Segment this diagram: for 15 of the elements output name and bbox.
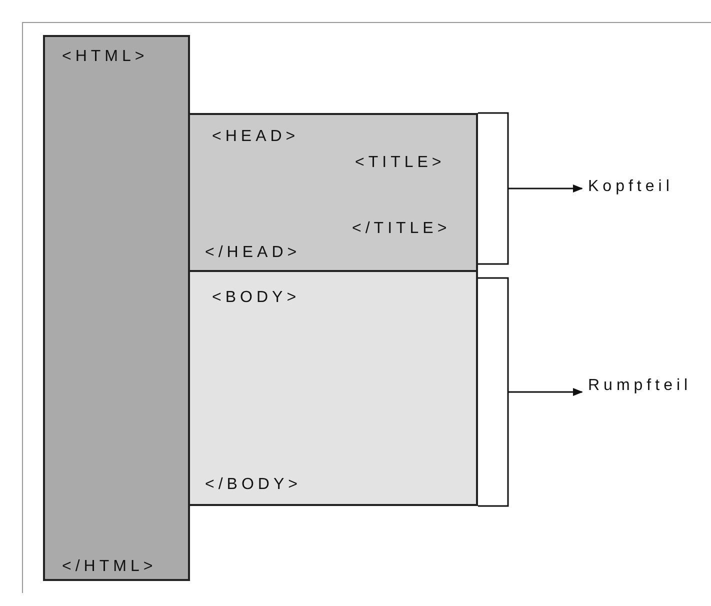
tag-text: </HTML> [62, 557, 157, 577]
tag-text: <HEAD> [212, 127, 300, 147]
html-block [43, 35, 190, 581]
tag-text: <TITLE> [355, 153, 446, 173]
bracket-arrow [477, 112, 583, 265]
tag-text: </BODY> [205, 475, 302, 495]
tag-text: </HEAD> [205, 243, 301, 263]
body-block [188, 270, 478, 506]
head-block [188, 113, 478, 272]
label-text: Kopfteil [588, 177, 674, 197]
bracket-arrow [477, 277, 583, 507]
tag-text: </TITLE> [352, 219, 451, 239]
tag-text: <HTML> [62, 47, 148, 67]
tag-text: <BODY> [212, 288, 300, 308]
label-text: Rumpfteil [588, 376, 692, 396]
